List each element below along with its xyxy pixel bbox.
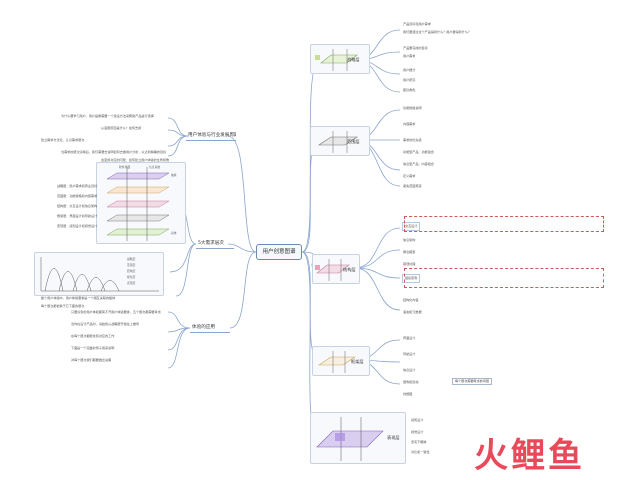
skeleton-diagram-card[interactable]: 框架层 xyxy=(312,346,370,376)
strategy-plane-icon xyxy=(315,49,358,71)
skeleton-item-5: 线框图 xyxy=(403,392,413,396)
stack-label-bottom: 具体 xyxy=(171,231,177,235)
layer-stack-icon xyxy=(106,167,170,241)
surface-item-2: 视觉设计 xyxy=(411,430,424,434)
strategy-item-1: 产品目标和用户需求 xyxy=(403,22,431,26)
application-item-4: 下面是一个完整的例子用来说明 xyxy=(71,346,115,350)
structure-item-2: 信息架构 xyxy=(403,238,416,242)
highlight-box-1 xyxy=(404,216,604,232)
strategy-diagram-card[interactable]: 战略层 xyxy=(310,44,370,74)
structure-plane-icon xyxy=(315,259,350,281)
logo-text: 火鲤鱼 xyxy=(474,436,585,476)
curve-label-2: 范围层 xyxy=(127,263,136,267)
strategy-item-6: 用户研究 xyxy=(403,78,416,82)
strategy-item-7: 团队角色 xyxy=(403,88,416,92)
experience-item-4: 当需求的层次清晰后，我们需要去说明如何去做用户分析，以达到精确的目标 xyxy=(61,150,167,154)
level-item-1: 战略层：用户需求和商业目标 xyxy=(57,184,98,188)
scope-item-2: 内容需求 xyxy=(403,122,416,126)
surface-plane-icon xyxy=(316,417,384,461)
skeleton-card-label: 框架层 xyxy=(351,359,364,364)
structure-item-5: 组织原则 xyxy=(402,274,421,283)
stack-label-top: 抽象 xyxy=(171,173,177,177)
surface-item-4: 对比和一致性 xyxy=(411,450,430,454)
stack-label-right: 信息系统 xyxy=(149,165,161,169)
left-branch-five-levels[interactable]: 5大需求层次 xyxy=(196,239,234,249)
surface-card-label: 表现层 xyxy=(387,435,400,440)
strategy-item-5: 用户细分 xyxy=(403,68,416,72)
strategy-card-label: 战略层 xyxy=(347,57,360,62)
surface-diagram-card[interactable]: 表现层 xyxy=(310,412,406,464)
scope-item-5: 信息型产品：内容组合 xyxy=(403,162,434,166)
curve-label-5: 表现层 xyxy=(127,281,136,285)
level-curve-diagram: 战略层 范围层 结构层 框架层 表现层 xyxy=(34,252,164,296)
skeleton-item-2: 导航设计 xyxy=(403,352,416,356)
application-item-2: 当你在设计产品时，请始终从战略层开始往上推导 xyxy=(71,322,140,326)
application-item-3: 在每个层次都能找到对应的工作 xyxy=(71,334,115,338)
level-item-2: 范围层：功能规格和内容需求 xyxy=(57,194,98,198)
highlight-box-2 xyxy=(404,268,604,288)
application-item-5: 对每个层次我们都要做出决策 xyxy=(71,358,112,362)
left-note-2: 每个层次都依赖于它下面的层次 xyxy=(41,304,85,308)
level-item-4: 框架层：界面设计和导航设计 xyxy=(57,214,98,218)
scope-plane-icon xyxy=(318,131,358,153)
left-branch-application[interactable]: 体验的应用 xyxy=(190,323,230,333)
experience-item-3: 建立需求方法论，认识需求层次 xyxy=(41,138,85,142)
skeleton-item-4: 惯例和隐喻 xyxy=(403,380,419,384)
highlight-pill: 每个层次需要考虑的问题 xyxy=(452,378,493,385)
root-node[interactable]: 用户创意图谱 xyxy=(256,244,302,260)
experience-item-5: 会变成对应的问题：如何建立用户体验的全局视角 xyxy=(101,158,170,162)
surface-item-3: 忠实于眼睛 xyxy=(411,440,427,444)
scope-diagram-card[interactable]: 范围层 xyxy=(310,126,370,156)
left-note-1: 整个用户体验中，用户体验要素是一个相互关联的整体 xyxy=(41,296,116,300)
curve-label-1: 战略层 xyxy=(127,257,136,261)
stack-label-left: 软件界面 xyxy=(119,165,131,169)
structure-diagram-card[interactable]: 结构层 xyxy=(312,254,360,284)
curve-label-4: 框架层 xyxy=(127,275,136,279)
left-branch-experience-cycle[interactable]: 用户体验与行业发展周期 xyxy=(186,131,236,141)
structure-item-3: 概念模型 xyxy=(403,250,416,254)
scope-card-label: 范围层 xyxy=(347,139,360,144)
scope-item-6: 定义需求 xyxy=(403,174,416,178)
level-curve-icon xyxy=(40,257,159,292)
structure-item-6: 结构化内容 xyxy=(403,298,419,302)
scope-item-1: 功能规格说明 xyxy=(403,106,422,110)
strategy-item-3: 产品要完成的目标 xyxy=(403,46,428,50)
structure-item-4: 错误处理 xyxy=(403,262,416,266)
level-item-5: 表现层：感知设计和视觉设计 xyxy=(57,224,98,228)
structure-card-label: 结构层 xyxy=(343,267,356,272)
skeleton-item-1: 界面设计 xyxy=(403,336,416,340)
level-item-3: 结构层：交互设计和信息架构 xyxy=(57,204,98,208)
scope-item-4: 功能型产品：功能组合 xyxy=(403,150,434,154)
scope-item-7: 避免范围蔓延 xyxy=(403,184,422,188)
layer-stack-diagram: 软件界面 信息系统 抽象 具体 xyxy=(96,162,186,244)
application-item-1: 只要谈到的用户体验都离不开用户体验要素，五个层次都需要考虑 xyxy=(71,310,161,314)
strategy-item-4: 用户需求 xyxy=(403,54,416,58)
skeleton-plane-icon xyxy=(318,351,356,373)
structure-item-7: 语言和元数据 xyxy=(403,310,422,314)
curve-label-3: 结构层 xyxy=(127,269,136,273)
experience-item-1: 为什么要学习用户，用户画像需要一个建设方法来帮助产品进行选择 xyxy=(61,114,154,118)
scope-item-3: 需求的优先级 xyxy=(403,138,422,142)
strategy-item-2: 我们要通过这个产品得到什么？用户要得到什么？ xyxy=(403,30,472,34)
skeleton-item-3: 信息设计 xyxy=(403,368,416,372)
surface-item-1: 感知设计 xyxy=(411,418,424,422)
structure-item-1: 交互设计 xyxy=(402,222,421,231)
watermark-logo: 火鲤鱼 xyxy=(474,436,634,476)
experience-item-2: 从底层原因是什么？如何去用 xyxy=(101,126,142,130)
